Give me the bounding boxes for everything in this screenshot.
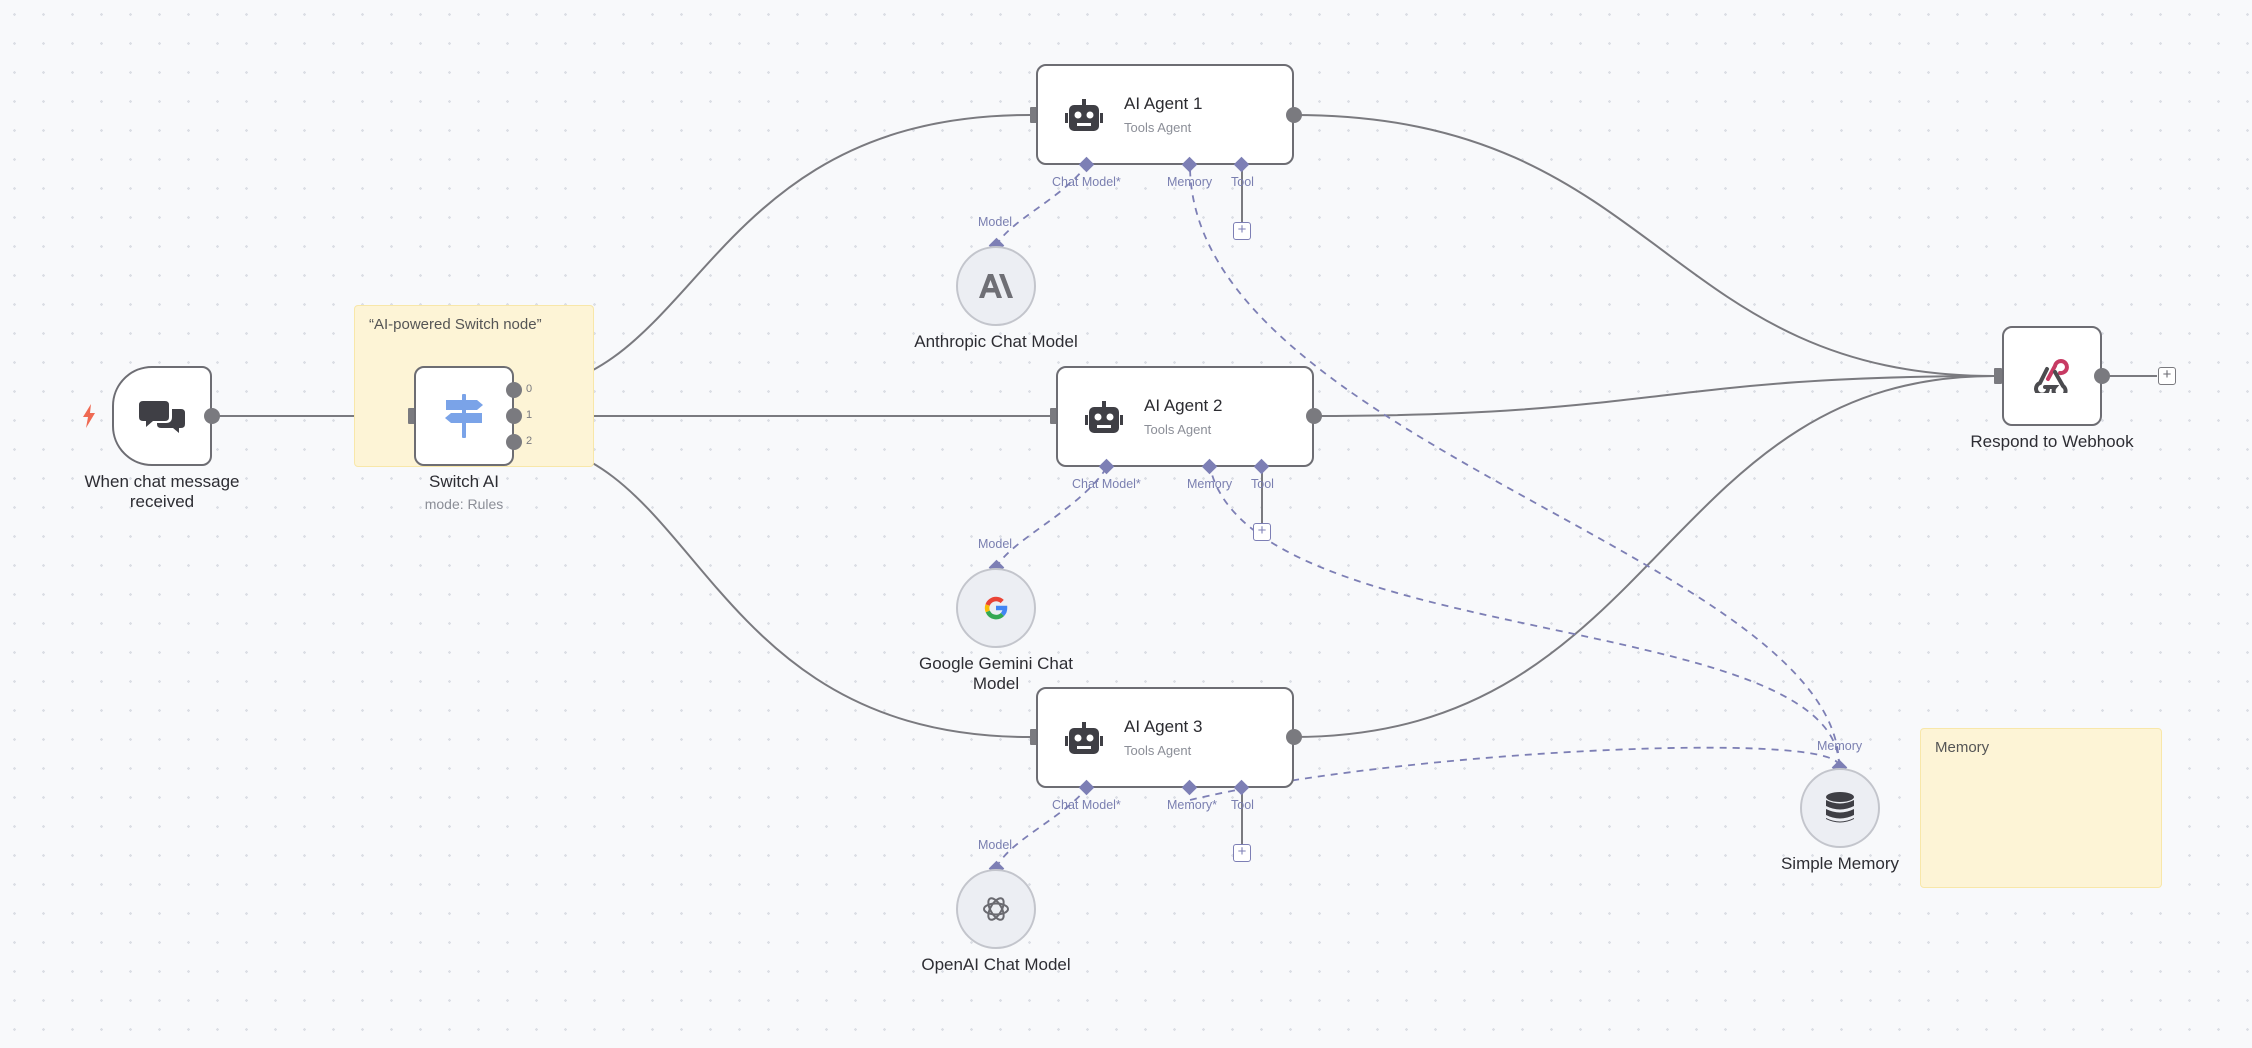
memory-label: Simple Memory <box>1780 854 1900 873</box>
agent1-chat-model-label: Chat Model* <box>1052 175 1121 189</box>
google-icon <box>958 570 1034 646</box>
agent2-input-port[interactable] <box>1050 408 1058 424</box>
agent-subtitle: Tools Agent <box>1124 120 1192 135</box>
robot-icon <box>1064 96 1104 136</box>
simple-memory-node[interactable] <box>1800 768 1880 848</box>
switch-output-index-0: 0 <box>526 383 533 395</box>
database-icon <box>1802 770 1878 846</box>
switch-subtitle: mode: Rules <box>424 496 504 512</box>
agent3-memory-label: Memory* <box>1167 798 1218 812</box>
memory-port-label: Memory <box>1817 739 1863 753</box>
agent2-add-tool-button[interactable]: + <box>1253 523 1271 541</box>
agent1-output-port[interactable] <box>1286 107 1302 123</box>
switch-output-index-2: 2 <box>526 435 533 447</box>
gemini-chat-model-node[interactable] <box>956 568 1036 648</box>
sticky-note-memory[interactable]: Memory <box>1920 728 2162 888</box>
anthropic-icon <box>958 248 1034 324</box>
switch-input-port[interactable] <box>408 408 416 424</box>
agent-title: AI Agent 2 <box>1144 396 1223 415</box>
connection-agent2-webhook <box>1313 375 1995 417</box>
agent2-tool-label: Tool <box>1251 477 1274 491</box>
chat-trigger-node[interactable] <box>112 366 212 466</box>
sticky-note-text: Memory <box>1935 739 1990 756</box>
chat-bubbles-icon <box>114 368 210 464</box>
switch-output-index-1: 1 <box>526 409 533 421</box>
agent3-output-port[interactable] <box>1286 729 1302 745</box>
agent1-memory-label: Memory <box>1167 175 1213 189</box>
agent-subtitle: Tools Agent <box>1144 422 1212 437</box>
trigger-output-port[interactable] <box>204 408 220 424</box>
signpost-icon <box>416 368 512 464</box>
agent1-tool-label: Tool <box>1231 175 1254 189</box>
agent1-add-tool-button[interactable]: + <box>1233 222 1251 240</box>
connection-agent1-webhook <box>1293 114 1995 377</box>
agent-title: AI Agent 3 <box>1124 717 1203 736</box>
openai-chat-model-node[interactable] <box>956 869 1036 949</box>
switch-ai-node[interactable] <box>414 366 514 466</box>
webhook-output-port[interactable] <box>2094 368 2110 384</box>
webhook-icon <box>2004 328 2100 424</box>
robot-icon <box>1084 398 1124 438</box>
sticky-note-text: “AI-powered Switch node” <box>369 316 542 333</box>
trigger-bolt-icon <box>80 402 98 430</box>
agent-title: AI Agent 1 <box>1124 94 1203 113</box>
respond-to-webhook-node[interactable] <box>2002 326 2102 426</box>
webhook-label: Respond to Webhook <box>1970 432 2134 451</box>
openai-model-port-label: Model <box>978 838 1013 852</box>
switch-output-port-2[interactable] <box>506 434 522 450</box>
agent3-input-port[interactable] <box>1030 729 1038 745</box>
gemini-model-port-label: Model <box>978 537 1013 551</box>
agent1-input-port[interactable] <box>1030 107 1038 123</box>
gemini-label: Google Gemini Chat Model <box>918 654 1074 693</box>
add-node-button[interactable]: + <box>2158 367 2176 385</box>
anthropic-model-port-label: Model <box>978 215 1013 229</box>
agent3-chat-model-label: Chat Model* <box>1052 798 1121 812</box>
switch-output-port-0[interactable] <box>506 382 522 398</box>
ai-connection-memory-agent2 <box>1209 466 1840 767</box>
switch-output-port-1[interactable] <box>506 408 522 424</box>
switch-label: Switch AI <box>429 472 499 491</box>
agent2-chat-model-label: Chat Model* <box>1072 477 1141 491</box>
ai-agent-2-node[interactable]: AI Agent 2 Tools Agent <box>1056 366 1314 467</box>
agent2-output-port[interactable] <box>1306 408 1322 424</box>
connection-agent3-webhook <box>1293 375 1995 738</box>
openai-label: OpenAI Chat Model <box>921 955 1071 974</box>
trigger-label: When chat message received <box>84 472 240 511</box>
agent2-memory-label: Memory <box>1187 477 1233 491</box>
robot-icon <box>1064 719 1104 759</box>
agent3-add-tool-button[interactable]: + <box>1233 844 1251 862</box>
ai-agent-3-node[interactable]: AI Agent 3 Tools Agent <box>1036 687 1294 788</box>
agent3-tool-label: Tool <box>1231 798 1254 812</box>
anthropic-chat-model-node[interactable] <box>956 246 1036 326</box>
webhook-input-port[interactable] <box>1994 368 2002 384</box>
openai-icon <box>958 871 1034 947</box>
ai-agent-1-node[interactable]: AI Agent 1 Tools Agent <box>1036 64 1294 165</box>
agent-subtitle: Tools Agent <box>1124 743 1192 758</box>
anthropic-label: Anthropic Chat Model <box>914 332 1078 351</box>
